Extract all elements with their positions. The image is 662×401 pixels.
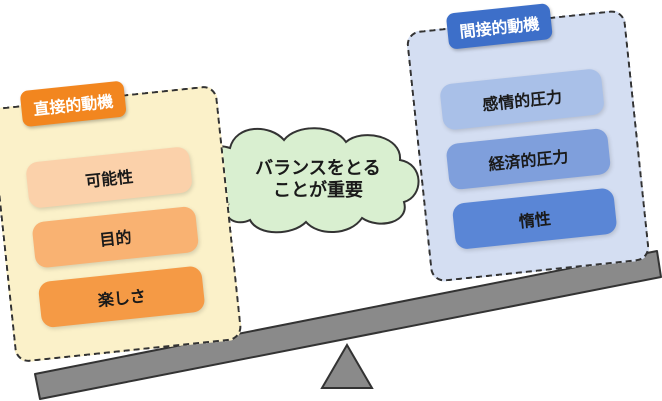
fulcrum-triangle [320,343,374,389]
direct-motivation-group: 直接的動機 可能性 目的 楽しさ [0,80,243,364]
item-enjoyment: 楽しさ [37,265,206,329]
item-emotional-pressure: 感情的圧力 [439,68,606,131]
seesaw-beam [34,250,662,400]
item-inertia: 惰性 [451,187,618,251]
balance-label-line1: バランスをとる [255,158,381,179]
indirect-motivation-group: 間接的動機 感情的圧力 経済的圧力 惰性 [405,3,651,283]
item-economic-pressure: 経済的圧力 [445,127,612,191]
item-purpose: 目的 [31,205,200,269]
item-possibility: 可能性 [25,146,194,209]
balance-label-line2: ことが重要 [273,180,363,201]
balance-label: バランスをとる ことが重要 [228,158,408,202]
